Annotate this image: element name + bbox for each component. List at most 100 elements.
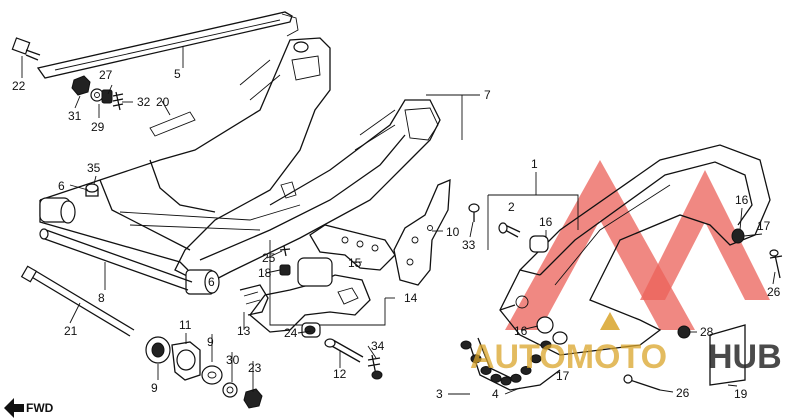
callout-11: 11 [179,318,192,332]
leader-line [727,384,738,387]
bolt-22 [11,37,41,61]
drive-chain [460,337,561,391]
leader-line [69,302,81,324]
leader-lines [21,46,776,395]
callout-34: 34 [371,339,385,353]
bolt-2 [498,222,521,238]
plate-19 [709,324,746,386]
bearing-9 [145,336,171,364]
leader-line [772,271,776,285]
chain-link [520,365,532,375]
callout-23: 23 [248,361,262,375]
bolt-32 [112,91,124,111]
callout-22: 22 [12,79,26,93]
grommet-28 [677,325,691,339]
bolt-25 [279,245,291,257]
callout-17b: 17 [556,369,570,383]
nut-18 [279,264,291,276]
plate-20 [149,111,196,137]
chain-case-1 [499,144,771,356]
leader-line [266,250,283,259]
leader-line [69,184,89,191]
callout-1: 1 [531,157,538,171]
bushing-24 [301,322,321,338]
bolt-26b [623,374,661,391]
callout-20: 20 [156,95,170,109]
chain-link [470,354,482,364]
callout-16a: 16 [539,215,553,229]
leader-line [520,325,539,331]
callout-35: 35 [87,161,101,175]
callout-16c: 16 [735,193,749,207]
leader-line [93,175,97,185]
callout-3: 3 [436,387,443,401]
callout-2: 2 [508,200,515,214]
cap-35 [85,183,99,197]
callout-10: 10 [446,225,460,239]
pivot-shaft-8 [39,228,193,291]
callout-17a: 17 [757,219,771,233]
leader-line [469,221,474,238]
chain-link [500,376,512,386]
leader-line [297,330,312,334]
leader-line [107,84,113,95]
bracket-14-line [269,240,386,326]
callout-25: 25 [262,251,276,265]
leader-line [367,345,377,359]
chain-link [510,373,522,383]
callout-4: 4 [492,387,499,401]
callout-9a: 9 [151,381,158,395]
callout-26a: 26 [767,285,781,299]
callout-12: 12 [333,367,347,381]
callout-16b: 16 [514,324,528,338]
callout-30: 30 [226,353,240,367]
eccentric-11 [171,341,201,381]
washer-9b [201,365,223,385]
screw-33 [468,203,480,222]
callout-8: 8 [98,291,105,305]
callout-labels: 1 2 3 4 5 6 6 7 8 9 9 10 11 12 13 14 15 … [12,67,781,401]
leader-line [659,389,674,393]
leader-line [739,207,743,231]
callout-29: 29 [91,120,105,134]
chain-link [460,340,472,350]
chain-link [480,365,492,375]
chain-link [490,373,502,383]
leader-line [504,387,521,395]
chain-link [540,340,552,350]
leader-line [74,95,81,109]
callout-13: 13 [237,324,251,338]
bolt-34 [367,354,383,380]
watermark-logo [505,160,770,330]
pivot-bolt-21 [20,265,135,337]
callout-26b: 26 [676,386,690,400]
pin-12 [324,338,364,363]
callout-14: 14 [404,291,418,305]
callout-21: 21 [64,324,78,338]
washer-29 [90,88,104,102]
callout-7: 7 [484,88,491,102]
watermark-auto: AUTOMOTO [470,338,667,376]
frame-rail-5 [36,11,299,79]
fwd-label: FWD [26,401,54,415]
callout-31: 31 [68,109,82,123]
callout-19: 19 [734,387,748,401]
callout-32: 32 [137,95,151,109]
nut-23 [243,388,263,409]
leader-line [743,233,763,237]
collar-27 [101,89,113,104]
callout-18: 18 [258,266,272,280]
linkage-arm-14 [239,224,396,333]
callout-28: 28 [700,325,714,339]
watermark-hub: HUB [708,338,782,376]
main-frame-7 [39,37,441,295]
bracket-1-line [487,194,579,250]
nut-31 [71,75,91,96]
callout-24: 24 [284,326,298,340]
callout-27: 27 [99,68,113,82]
callout-6b: 6 [208,275,215,289]
callout-33: 33 [462,238,476,252]
callout-9b: 9 [207,335,214,349]
chain-link [530,354,542,364]
